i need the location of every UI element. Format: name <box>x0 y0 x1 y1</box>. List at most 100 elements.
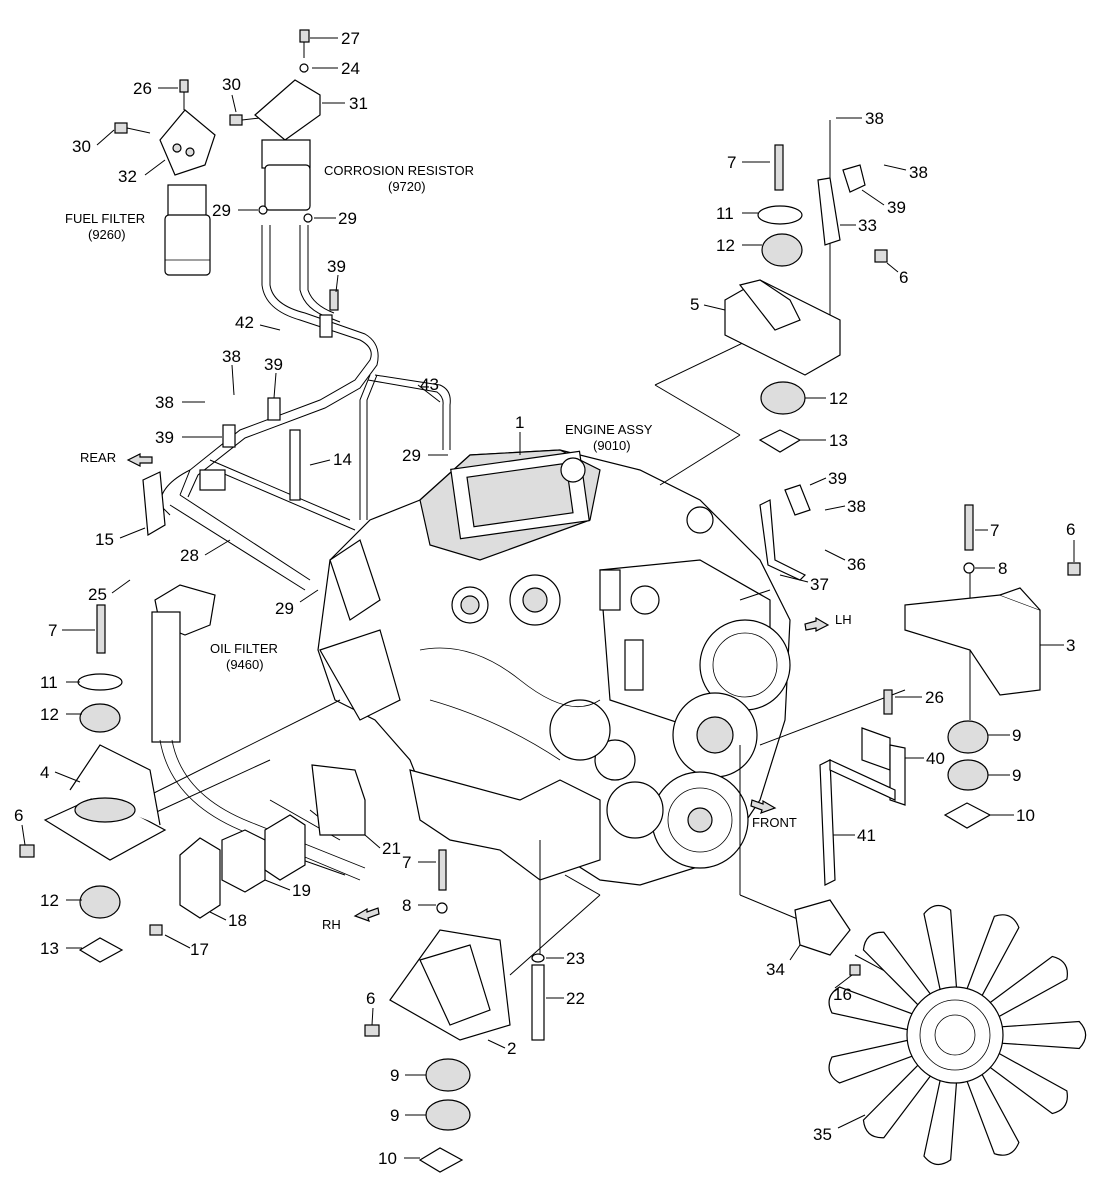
callout-31: 31 <box>349 94 368 113</box>
callout-29: 29 <box>275 599 294 618</box>
callout-18: 18 <box>228 911 247 930</box>
bolts-upper-left <box>114 29 310 134</box>
corrosion-resistor-code: (9720) <box>388 179 426 194</box>
text-labels: CORROSION RESISTOR (9720) FUEL FILTER (9… <box>65 163 852 932</box>
callout-42: 42 <box>235 313 254 332</box>
callout-36: 36 <box>847 555 866 574</box>
callout-39: 39 <box>887 198 906 217</box>
fan-blade <box>987 955 1068 1019</box>
fuel-filter-drawing <box>159 109 216 276</box>
callout-9: 9 <box>1012 726 1021 745</box>
leader-lines <box>139 120 971 991</box>
rear-label: REAR <box>80 450 116 465</box>
callout-16: 16 <box>833 985 852 1004</box>
fan-blade <box>828 1039 916 1084</box>
callout-29: 29 <box>212 201 231 220</box>
callout-38: 38 <box>909 163 928 182</box>
engine-assembly-drawing <box>317 449 791 886</box>
callout-27: 27 <box>341 29 360 48</box>
callout-39: 39 <box>327 257 346 276</box>
callout-7: 7 <box>402 853 411 872</box>
callout-2: 2 <box>507 1039 516 1058</box>
callout-35: 35 <box>813 1125 832 1144</box>
callout-13: 13 <box>40 939 59 958</box>
fan-blade <box>987 1051 1068 1115</box>
callout-12: 12 <box>40 705 59 724</box>
rear-arrow-icon <box>126 453 153 467</box>
oil-filter-label: OIL FILTER <box>210 641 278 656</box>
fan-blade <box>862 931 933 1008</box>
rh-arrow-icon <box>353 907 380 922</box>
callout-30: 30 <box>72 137 91 156</box>
callout-12: 12 <box>716 236 735 255</box>
fan-blade <box>828 986 916 1031</box>
callout-6: 6 <box>1066 520 1075 539</box>
bracket-15 <box>142 471 166 536</box>
callout-26: 26 <box>925 688 944 707</box>
clamps <box>199 289 339 501</box>
fan-blade <box>965 1071 1020 1156</box>
oil-filter-code: (9460) <box>226 657 264 672</box>
callout-33: 33 <box>858 216 877 235</box>
callout-14: 14 <box>333 450 352 469</box>
callout-15: 15 <box>95 530 114 549</box>
engine-assy-label: ENGINE ASSY <box>565 422 653 437</box>
callout-8: 8 <box>402 896 411 915</box>
front-arrow-icon <box>750 799 777 814</box>
callout-26: 26 <box>133 79 152 98</box>
callout-13: 13 <box>829 431 848 450</box>
callout-39: 39 <box>155 428 174 447</box>
callout-29: 29 <box>402 446 421 465</box>
callout-39: 39 <box>264 355 283 374</box>
callout-6: 6 <box>366 989 375 1008</box>
callout-12: 12 <box>829 389 848 408</box>
oil-filter-drawing <box>151 584 366 881</box>
callout-24: 24 <box>341 59 360 78</box>
callout-30: 30 <box>222 75 241 94</box>
callout-7: 7 <box>727 153 736 172</box>
callout-6: 6 <box>899 268 908 287</box>
front-label: FRONT <box>752 815 797 830</box>
callout-38: 38 <box>155 393 174 412</box>
callout-4: 4 <box>40 763 49 782</box>
callout-21: 21 <box>382 839 401 858</box>
callout-41: 41 <box>857 826 876 845</box>
callout-numbers: 27 24 26 30 31 30 32 29 29 39 42 38 39 4… <box>14 29 1075 1168</box>
callout-7: 7 <box>990 521 999 540</box>
fan-assembly <box>794 899 1087 1165</box>
callout-22: 22 <box>566 989 585 1008</box>
fan-blade <box>862 1062 933 1139</box>
callout-38: 38 <box>847 497 866 516</box>
fan-blade <box>998 1020 1087 1050</box>
corrosion-resistor-label: CORROSION RESISTOR <box>324 163 474 178</box>
fan-blade <box>923 905 958 993</box>
callout-38: 38 <box>865 109 884 128</box>
rh-label: RH <box>322 917 341 932</box>
callout-40: 40 <box>926 749 945 768</box>
callout-11: 11 <box>716 204 734 223</box>
engine-mount-bottom <box>364 849 511 1173</box>
callout-12: 12 <box>40 891 59 910</box>
fan-blade <box>965 914 1020 999</box>
callout-10: 10 <box>378 1149 397 1168</box>
callout-9: 9 <box>1012 766 1021 785</box>
brackets-37-40-41 <box>759 484 906 886</box>
callout-7: 7 <box>48 621 57 640</box>
callout-9: 9 <box>390 1106 399 1125</box>
callout-23: 23 <box>566 949 585 968</box>
fuel-filter-label: FUEL FILTER <box>65 211 145 226</box>
callout-10: 10 <box>1016 806 1035 825</box>
brackets-18-19-21 <box>149 764 366 936</box>
callout-9: 9 <box>390 1066 399 1085</box>
fuel-filter-code: (9260) <box>88 227 126 242</box>
callout-8: 8 <box>998 559 1007 578</box>
callout-32: 32 <box>118 167 137 186</box>
pipe-22 <box>531 953 545 1041</box>
engine-mount-top-right <box>724 144 888 453</box>
callout-37: 37 <box>810 575 829 594</box>
hoses <box>159 225 451 591</box>
callout-11: 11 <box>40 673 58 692</box>
callout-5: 5 <box>690 295 699 314</box>
callout-39: 39 <box>828 469 847 488</box>
